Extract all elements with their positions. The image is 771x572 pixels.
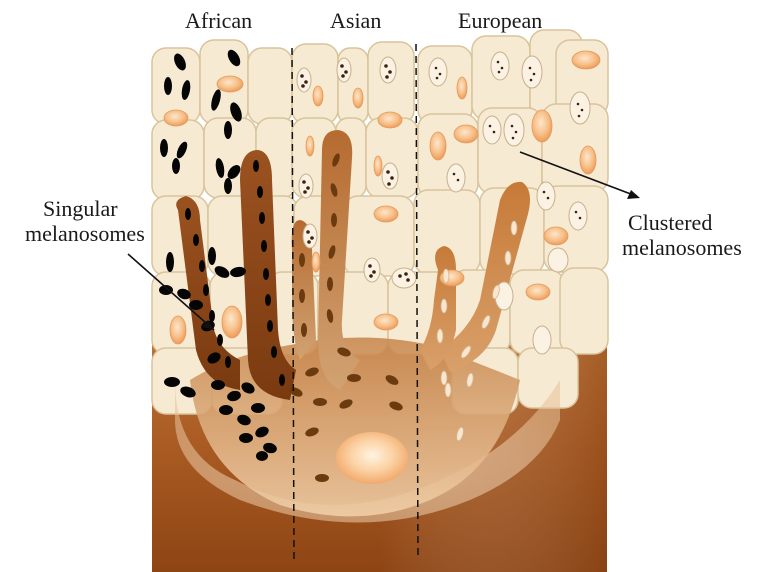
melanocyte-nucleus xyxy=(336,432,408,484)
